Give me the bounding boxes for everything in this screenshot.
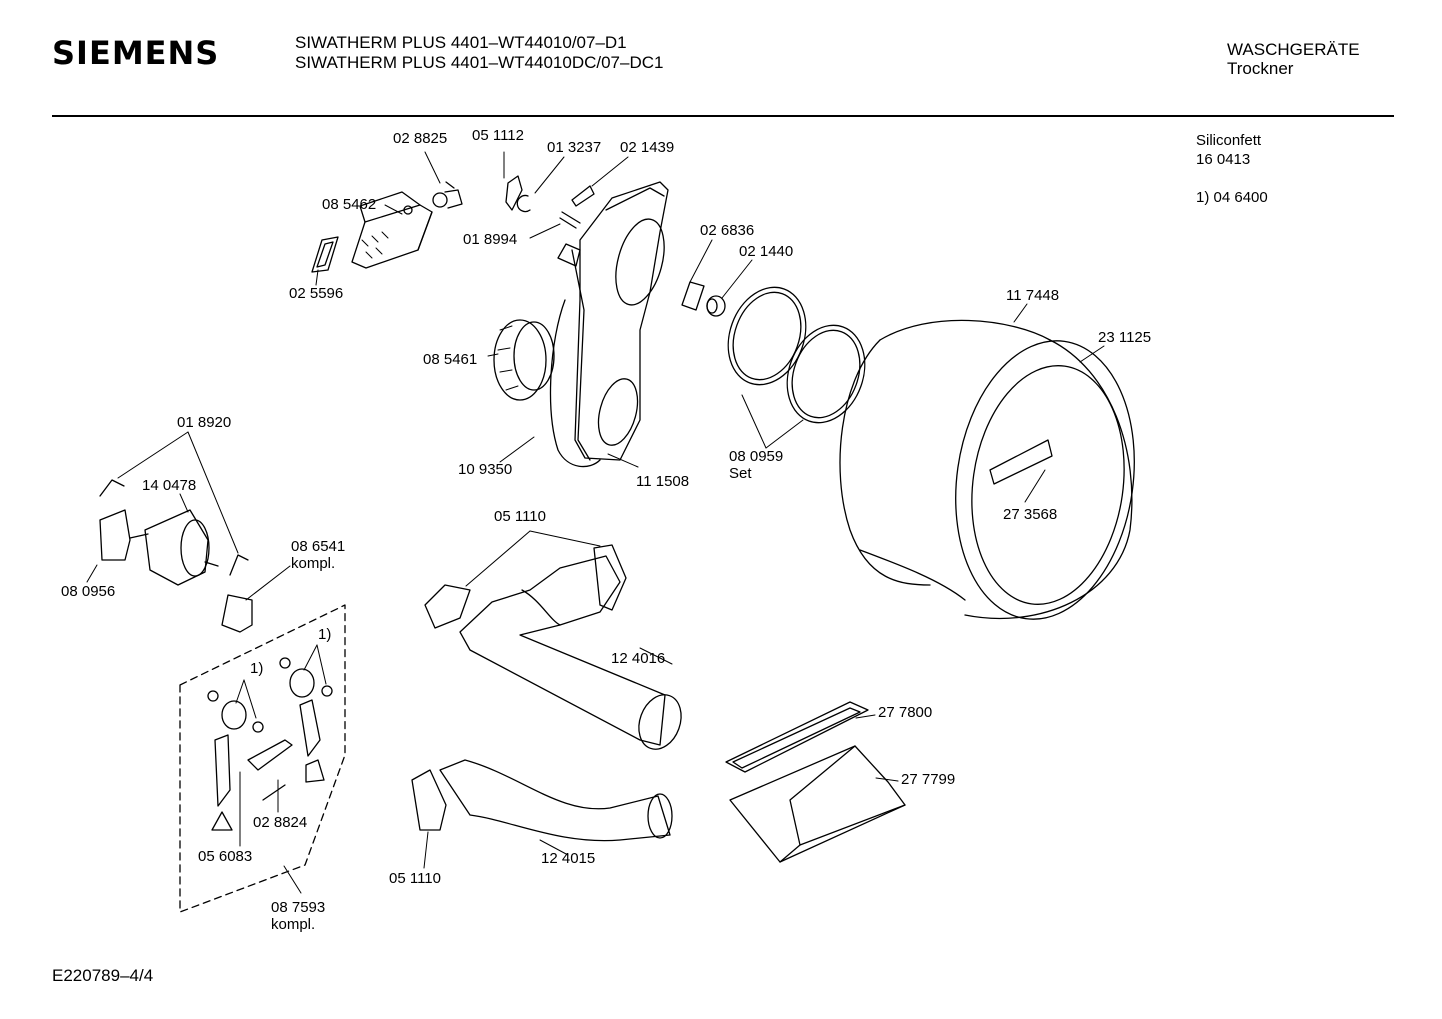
- brand-logo: SIEMENS: [52, 34, 220, 72]
- part-label-08-5461: 08 5461: [423, 351, 478, 368]
- part-label-08-0959: 08 0959 Set: [729, 448, 783, 482]
- footnote-marker: 1): [250, 660, 264, 677]
- part-label-05-1112: 05 1112: [472, 127, 524, 144]
- filter-gasket-drawing: [311, 236, 339, 273]
- part-label-02-1440: 02 1440: [739, 243, 794, 260]
- felt-ring-2-drawing: [786, 324, 866, 424]
- lubricant-name: Siliconfett: [1196, 132, 1262, 149]
- holder-drawing: [557, 243, 581, 267]
- part-number: 08 0959: [729, 448, 784, 465]
- part-label-10-9350: 10 9350: [458, 461, 513, 478]
- part-label-08-5462: 08 5462: [322, 196, 377, 213]
- document-reference: E220789–4/4: [52, 966, 154, 985]
- part-label-12-4016: 12 4016: [611, 650, 666, 667]
- part-label-27-3568: 27 3568: [1003, 506, 1058, 523]
- model-designations: SIWATHERM PLUS 4401–WT44010/07–D1 SIWATH…: [295, 33, 663, 73]
- part-label-08-6541: 08 6541 kompl.: [291, 538, 345, 572]
- motor-clip-left-drawing: [99, 479, 125, 497]
- part-label-05-1110-upper: 05 1110: [494, 508, 546, 525]
- motor-drawing: [99, 509, 219, 586]
- part-label-27-7799: 27 7799: [901, 771, 956, 788]
- felt-ring-1-drawing: [727, 286, 807, 386]
- drum-drawing: [839, 319, 1135, 620]
- bearing-drawing: [706, 295, 726, 317]
- part-label-02-1439: 02 1439: [620, 139, 675, 156]
- part-number: 08 7593: [271, 899, 326, 916]
- air-duct-upper-drawing: [459, 555, 682, 750]
- circlip-drawing: [516, 194, 531, 213]
- part-label-05-6083: 05 6083: [198, 848, 253, 865]
- tensioner-parts-drawing: [207, 657, 333, 831]
- clip-drawing: [505, 175, 523, 211]
- part-note: kompl.: [291, 555, 336, 572]
- footnote-text: 1) 04 6400: [1196, 189, 1268, 206]
- part-label-02-8825: 02 8825: [393, 130, 448, 147]
- duct-gasket-2-drawing: [593, 544, 627, 611]
- footnote-marker: 1): [318, 626, 332, 643]
- part-label-27-7800: 27 7800: [878, 704, 933, 721]
- part-label-11-1508: 11 1508: [636, 473, 690, 490]
- part-label-02-8824: 02 8824: [253, 814, 308, 831]
- filter-frame-drawing: [725, 701, 869, 773]
- pin-drawing: [559, 211, 581, 229]
- bracket-drawing: [571, 185, 595, 207]
- leader-lines: [86, 151, 1105, 894]
- part-number: 08 6541: [291, 538, 346, 555]
- category-subtitle: Trockner: [1227, 59, 1294, 78]
- part-label-02-6836: 02 6836: [700, 222, 755, 239]
- part-label-01-8994: 01 8994: [463, 231, 518, 248]
- part-label-12-4015: 12 4015: [541, 850, 596, 867]
- switch-drawing: [221, 594, 253, 633]
- motor-clip-right-drawing: [229, 554, 249, 576]
- duct-gasket-lower-drawing: [411, 769, 447, 831]
- lubricant-number: 16 0413: [1196, 151, 1251, 168]
- connector-drawing: [432, 181, 463, 209]
- drive-belt-drawing: [549, 299, 601, 468]
- part-label-05-1110-lower: 05 1110: [389, 870, 441, 887]
- part-label-14-0478: 14 0478: [142, 477, 197, 494]
- part-label-01-8920: 01 8920: [177, 414, 232, 431]
- filter-tray-drawing: [729, 745, 906, 863]
- part-label-11-7448: 11 7448: [1006, 287, 1060, 304]
- part-note: kompl.: [271, 916, 316, 933]
- part-note: Set: [729, 465, 752, 482]
- part-label-02-5596: 02 5596: [289, 285, 344, 302]
- model-line-1: SIWATHERM PLUS 4401–WT44010/07–D1: [295, 33, 627, 52]
- model-line-2: SIWATHERM PLUS 4401–WT44010DC/07–DC1: [295, 53, 664, 72]
- part-label-08-7593: 08 7593 kompl.: [271, 899, 325, 933]
- air-duct-lower-drawing: [439, 759, 673, 842]
- duct-gasket-1-drawing: [424, 584, 471, 629]
- lubricant-notes: Siliconfett 16 0413 1) 04 6400: [1196, 131, 1268, 207]
- seal-plate-drawing: [681, 281, 705, 311]
- fan-wheel-drawing: [493, 319, 555, 401]
- assembly-outline-drawing: [179, 604, 346, 913]
- part-label-23-1125: 23 1125: [1098, 329, 1152, 346]
- fan-housing-drawing: [571, 181, 669, 461]
- filter-housing-drawing: [351, 191, 433, 269]
- category-title: WASCHGERÄTE: [1227, 40, 1360, 59]
- part-label-08-0956: 08 0956: [61, 583, 116, 600]
- appliance-category: WASCHGERÄTE Trockner: [1227, 40, 1360, 78]
- header-divider: [52, 115, 1394, 117]
- part-label-01-3237: 01 3237: [547, 139, 602, 156]
